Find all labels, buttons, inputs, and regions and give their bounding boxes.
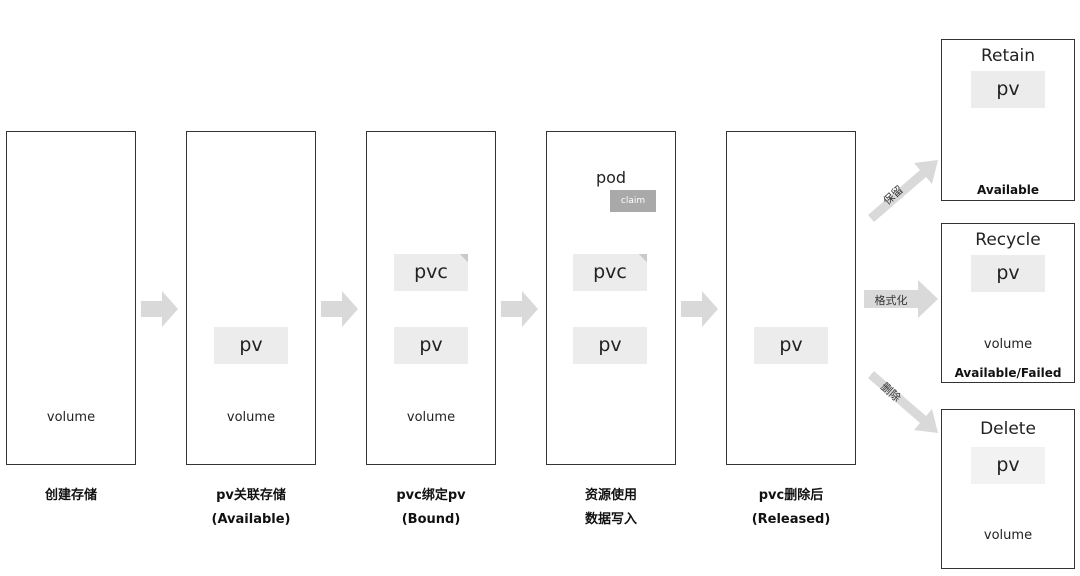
stage-caption-5: pvc删除后 (Released) <box>726 484 856 532</box>
stage-caption-3: pvc绑定pv (Bound) <box>366 484 496 532</box>
stage-caption-line2: (Released) <box>751 512 831 527</box>
stage-panel-3 <box>366 131 496 465</box>
stage-arrow-1 <box>141 291 178 327</box>
volume-label: volume <box>983 154 1033 169</box>
stage-panel-4 <box>546 131 676 465</box>
arrow-label-recycle: 格式化 <box>874 294 908 307</box>
stage-panel-2 <box>186 131 316 465</box>
policy-box-retain: Retain <box>941 39 1075 201</box>
pv-card: pv <box>971 255 1045 292</box>
claim-tag: claim <box>610 190 656 212</box>
pvc-card: pvc <box>573 254 647 291</box>
pv-card: pv <box>754 327 828 364</box>
policy-status: Available/Failed <box>954 366 1062 380</box>
volume-label: volume <box>766 410 816 425</box>
stage-arrow-2 <box>321 291 358 327</box>
pv-card: pv <box>573 327 647 364</box>
pv-card: pv <box>394 327 468 364</box>
arrow-retain <box>868 160 938 222</box>
volume-label: volume <box>226 410 276 425</box>
stage-caption-line1: pvc绑定pv <box>396 488 466 503</box>
stage-panel-5 <box>726 131 856 465</box>
arrow-recycle <box>864 280 938 318</box>
stage-caption-line2: (Bound) <box>401 512 461 527</box>
stage-caption-line2: 数据写入 <box>584 512 637 527</box>
stage-caption-2: pv关联存储 (Available) <box>186 484 316 532</box>
stage-arrow-3 <box>501 291 538 327</box>
stage-panel-1 <box>6 131 136 465</box>
pv-card: pv <box>971 447 1045 484</box>
policy-box-delete: Delete <box>941 409 1075 569</box>
pv-card: pv <box>214 327 288 364</box>
pod-label: pod <box>595 168 627 187</box>
stage-caption-line1: 创建存储 <box>44 488 97 503</box>
stage-caption-line1: pv关联存储 <box>216 488 286 503</box>
policy-title: Retain <box>980 46 1036 66</box>
stage-caption-line2: (Available) <box>211 512 291 527</box>
volume-label: volume <box>406 410 456 425</box>
policy-status: Available <box>977 183 1039 197</box>
volume-label: volume <box>983 528 1033 543</box>
stage-caption-1: 创建存储 <box>6 484 136 503</box>
volume-label: volume <box>983 337 1033 352</box>
arrow-delete <box>868 371 938 433</box>
pvc-card: pvc <box>394 254 468 291</box>
policy-title: Recycle <box>975 230 1041 250</box>
stage-caption-line1: 资源使用 <box>584 488 637 503</box>
stage-caption-line1: pvc删除后 <box>758 488 824 503</box>
policy-title: Delete <box>980 419 1036 439</box>
stage-caption-4: 资源使用 数据写入 <box>546 484 676 532</box>
volume-label: volume <box>46 410 96 425</box>
policy-box-recycle: Recycle <box>941 223 1075 383</box>
pv-card: pv <box>971 71 1045 108</box>
stage-arrow-4 <box>681 291 718 327</box>
volume-label: volume <box>585 410 635 425</box>
